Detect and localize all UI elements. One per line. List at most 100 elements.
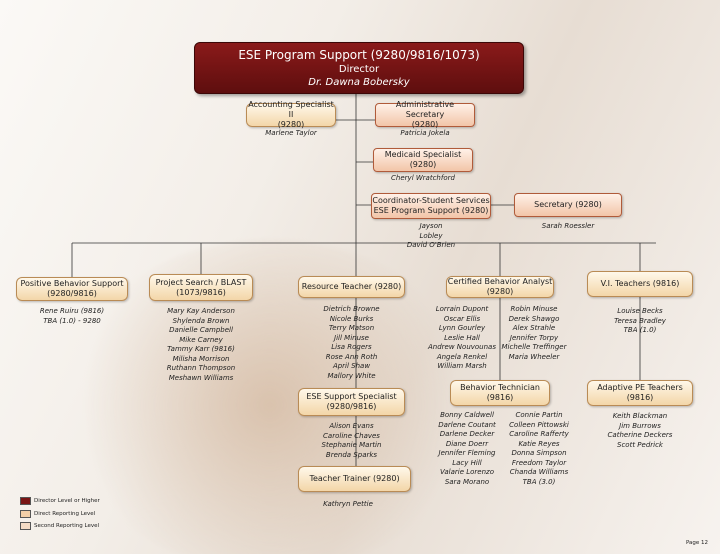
staff-name: Sara Morano bbox=[444, 477, 490, 486]
behavior-tech-code: (9816) bbox=[486, 393, 514, 402]
coordinator-subtitle: ESE Program Support (9280) bbox=[373, 206, 489, 215]
staff-name: Connie Partin bbox=[515, 411, 563, 419]
admin-secretary-staff: Patricia Jokela bbox=[375, 129, 475, 139]
staff-name: Milisha Morrison bbox=[172, 354, 230, 363]
medicaid-title: Medicaid Specialist bbox=[384, 150, 462, 159]
staff-name: Donna Simpson bbox=[511, 449, 567, 457]
legend-label: Director Level or Higher bbox=[34, 498, 100, 504]
pbs-staff: Rene Ruiru (9816) TBA (1.0) - 9280 bbox=[16, 307, 128, 326]
ese-support-staff: Alison Evans Caroline Chaves Stephanie M… bbox=[298, 422, 405, 460]
staff-name: Patricia Jokela bbox=[400, 129, 450, 137]
pbs-title: Positive Behavior Support bbox=[20, 279, 124, 288]
staff-name: Mike Carney bbox=[179, 335, 223, 344]
staff-name: Nicole Burks bbox=[329, 314, 374, 323]
cba-title: Certified Behavior Analyst bbox=[447, 277, 553, 286]
accounting-staff: Marlene Taylor bbox=[246, 129, 336, 139]
staff-name: Mallory White bbox=[327, 371, 376, 380]
adaptive-pe-staff: Keith Blackman Jim Burrows Catherine Dec… bbox=[587, 412, 693, 450]
staff-name: Rose Ann Roth bbox=[325, 352, 378, 361]
staff-name: Maria Wheeler bbox=[508, 352, 560, 361]
staff-name: Lacy Hill bbox=[452, 458, 482, 467]
staff-name: April Shaw bbox=[332, 362, 371, 370]
director-box: ESE Program Support (9280/9816/1073) Dir… bbox=[194, 42, 524, 94]
vi-teachers-staff: Louise Becks Teresa Bradley TBA (1.0) bbox=[587, 307, 693, 336]
staff-name: Andrew Nouvounas bbox=[428, 343, 496, 351]
staff-name: Lobley bbox=[419, 231, 443, 240]
staff-name: Colleen Pittowski bbox=[509, 420, 569, 429]
legend-item-direct: Direct Reporting Level bbox=[20, 510, 95, 518]
staff-name: Louise Becks bbox=[617, 307, 663, 315]
staff-name: TBA (1.0) - 9280 bbox=[43, 316, 101, 325]
project-search-code: (1073/9816) bbox=[176, 287, 226, 297]
medicaid-box: Medicaid Specialist (9280) bbox=[373, 148, 473, 172]
staff-name: Catherine Deckers bbox=[607, 431, 673, 439]
staff-name: Jayson bbox=[419, 222, 443, 230]
legend-swatch bbox=[20, 522, 31, 530]
admin-secretary-box: Administrative Secretary (9280) bbox=[375, 100, 475, 129]
secretary-box: Secretary (9280) bbox=[514, 193, 622, 217]
adaptive-pe-code: (9816) bbox=[626, 393, 654, 402]
accounting-code: (9280) bbox=[277, 120, 305, 129]
cba-box: Certified Behavior Analyst (9280) bbox=[446, 276, 554, 298]
staff-name: Kathryn Pettie bbox=[323, 500, 373, 508]
ese-support-title: ESE Support Specialist bbox=[306, 392, 397, 401]
staff-name: Jennifer Fleming bbox=[438, 449, 496, 457]
legend-swatch bbox=[20, 497, 31, 505]
staff-name: Derek Shawgo bbox=[508, 314, 560, 323]
staff-name: Scott Pedrick bbox=[617, 440, 663, 449]
director-title: ESE Program Support (9280/9816/1073) bbox=[238, 47, 480, 62]
legend-label: Second Reporting Level bbox=[34, 523, 99, 529]
medicaid-staff: Cheryl Wratchford bbox=[373, 174, 473, 184]
staff-name: Lorrain Dupont bbox=[435, 305, 489, 313]
secretary-staff: Sarah Roessler bbox=[514, 222, 622, 232]
staff-name: Dietrich Browne bbox=[323, 305, 380, 313]
staff-name: TBA (1.0) bbox=[623, 326, 657, 334]
director-role: Director bbox=[338, 63, 380, 75]
admin-secretary-title: Administrative Secretary bbox=[395, 100, 455, 119]
resource-teacher-staff: Dietrich Browne Nicole Burks Terry Matso… bbox=[298, 305, 405, 381]
staff-name: Mary Kay Anderson bbox=[167, 307, 235, 315]
staff-name: Alison Evans bbox=[329, 422, 374, 430]
staff-name: Caroline Rafferty bbox=[509, 430, 569, 438]
staff-name: Jennifer Torpy bbox=[509, 333, 559, 342]
staff-name: Freedom Taylor bbox=[511, 458, 567, 467]
staff-name: Darlene Decker bbox=[439, 430, 495, 438]
staff-name: Sarah Roessler bbox=[541, 222, 595, 230]
legend-item-second: Second Reporting Level bbox=[20, 522, 99, 530]
cba-staff-left: Lorrain Dupont Oscar Ellis Lynn Gourley … bbox=[424, 305, 500, 372]
staff-name: Diane Doerr bbox=[445, 439, 489, 448]
resource-teacher-title: Resource Teacher (9280) bbox=[301, 282, 402, 291]
staff-name: Oscar Ellis bbox=[443, 314, 481, 323]
project-search-staff: Mary Kay Anderson Shylenda Brown Daniell… bbox=[149, 307, 253, 383]
staff-name: Michelle Treffinger bbox=[501, 343, 567, 351]
behavior-tech-box: Behavior Technician (9816) bbox=[450, 380, 550, 406]
teacher-trainer-title: Teacher Trainer (9280) bbox=[309, 474, 400, 483]
staff-name: Stephanie Martin bbox=[321, 441, 382, 449]
behavior-tech-title: Behavior Technician bbox=[460, 383, 540, 392]
legend-item-director: Director Level or Higher bbox=[20, 497, 100, 505]
vi-teachers-title: V.I. Teachers (9816) bbox=[600, 279, 680, 288]
staff-name: Jill Minuse bbox=[334, 333, 369, 342]
adaptive-pe-title: Adaptive PE Teachers bbox=[597, 383, 683, 392]
staff-name: Meshawn Williams bbox=[168, 373, 234, 382]
staff-name: Valarie Lorenzo bbox=[440, 468, 494, 476]
cba-code: (9280) bbox=[486, 287, 514, 296]
staff-name: Teresa Bradley bbox=[614, 316, 666, 325]
medicaid-code: (9280) bbox=[409, 160, 437, 169]
staff-name: Danielle Campbell bbox=[169, 326, 233, 334]
staff-name: TBA (3.0) bbox=[522, 477, 556, 486]
coordinator-title: Coordinator-Student Services bbox=[372, 196, 490, 205]
staff-name: Jim Burrows bbox=[619, 421, 661, 430]
staff-name: Caroline Chaves bbox=[323, 431, 380, 440]
staff-name: Robin Minuse bbox=[510, 305, 558, 313]
ese-support-box: ESE Support Specialist (9280/9816) bbox=[298, 388, 405, 416]
staff-name: Ruthann Thompson bbox=[166, 364, 236, 372]
staff-name: Cheryl Wratchford bbox=[391, 174, 455, 182]
coordinator-staff: Jayson Lobley David O'Brien bbox=[371, 222, 491, 251]
legend-label: Direct Reporting Level bbox=[34, 511, 96, 517]
teacher-trainer-staff: Kathryn Pettie bbox=[298, 500, 398, 510]
adaptive-pe-box: Adaptive PE Teachers (9816) bbox=[587, 380, 693, 406]
coordinator-box: Coordinator-Student Services ESE Program… bbox=[371, 193, 491, 219]
staff-name: Shylenda Brown bbox=[172, 316, 230, 325]
